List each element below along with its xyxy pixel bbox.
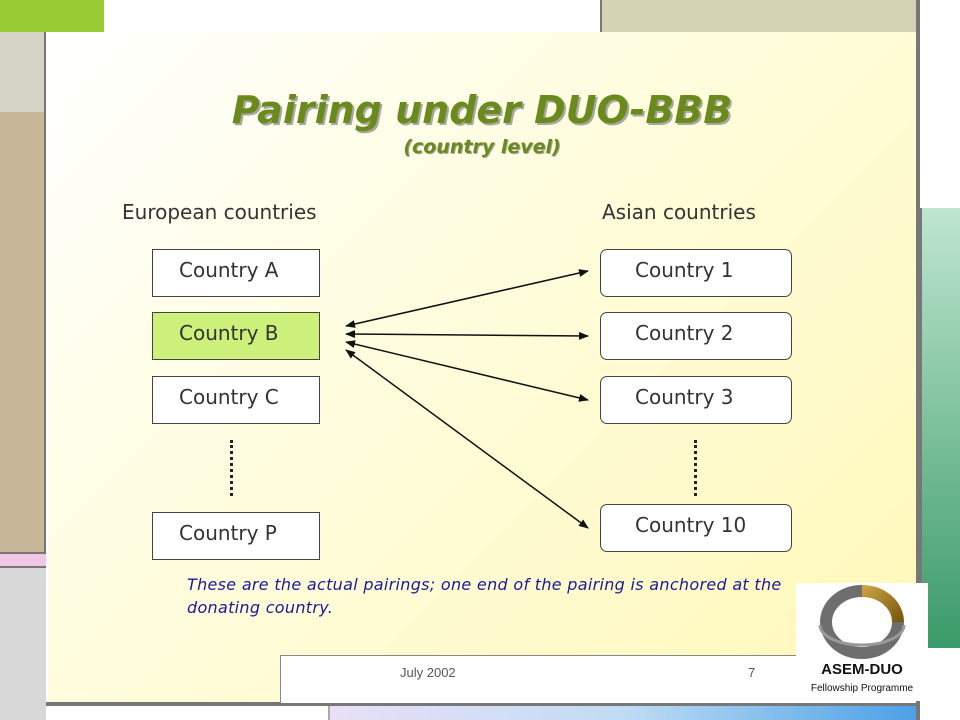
asian-country-box: Country 1 (600, 249, 792, 297)
deco-green-block (0, 0, 104, 32)
footer-date: July 2002 (400, 665, 456, 680)
pairing-arrow-b-1 (345, 269, 589, 328)
ring-logo-icon (818, 585, 906, 659)
deco-bottom-divider (46, 702, 916, 706)
asian-country-box: Country 10 (600, 504, 792, 552)
deco-left-pink-block (0, 552, 46, 568)
european-country-box-highlighted: Country B (152, 312, 320, 360)
asian-country-box: Country 3 (600, 376, 792, 424)
deco-bottom-blue-strip (330, 706, 916, 720)
footer-page-number: 7 (748, 665, 756, 680)
ellipsis-dots-european (230, 440, 233, 496)
deco-left-grey-block (0, 32, 46, 112)
pairing-arrow-b-10 (345, 349, 589, 529)
logo-name: ASEM-DUO (821, 661, 903, 678)
asian-countries-heading: Asian countries (602, 200, 756, 224)
slide-subtitle: (country level) (403, 136, 561, 158)
european-country-box: Country C (152, 376, 320, 424)
deco-left-grey-bottom-block (0, 568, 46, 720)
pairing-arrow-b-3 (345, 340, 589, 402)
deco-right-green-block (920, 208, 960, 648)
logo-tagline: Fellowship Programme (810, 683, 914, 694)
asem-duo-logo: ASEM-DUO Fellowship Programme (796, 583, 928, 701)
european-country-box: Country P (152, 512, 320, 560)
asian-country-box: Country 2 (600, 312, 792, 360)
pairing-arrow-b-2 (345, 330, 589, 340)
european-country-box: Country A (152, 249, 320, 297)
deco-bottom-left-strip (46, 706, 330, 720)
european-countries-heading: European countries (122, 200, 317, 224)
deco-right-divider (916, 0, 920, 720)
ellipsis-dots-asian (694, 440, 697, 496)
slide-title: Pairing under DUO-BBB (231, 88, 733, 132)
deco-left-tan-block (0, 112, 46, 552)
pairing-note: These are the actual pairings; one end o… (187, 575, 782, 617)
